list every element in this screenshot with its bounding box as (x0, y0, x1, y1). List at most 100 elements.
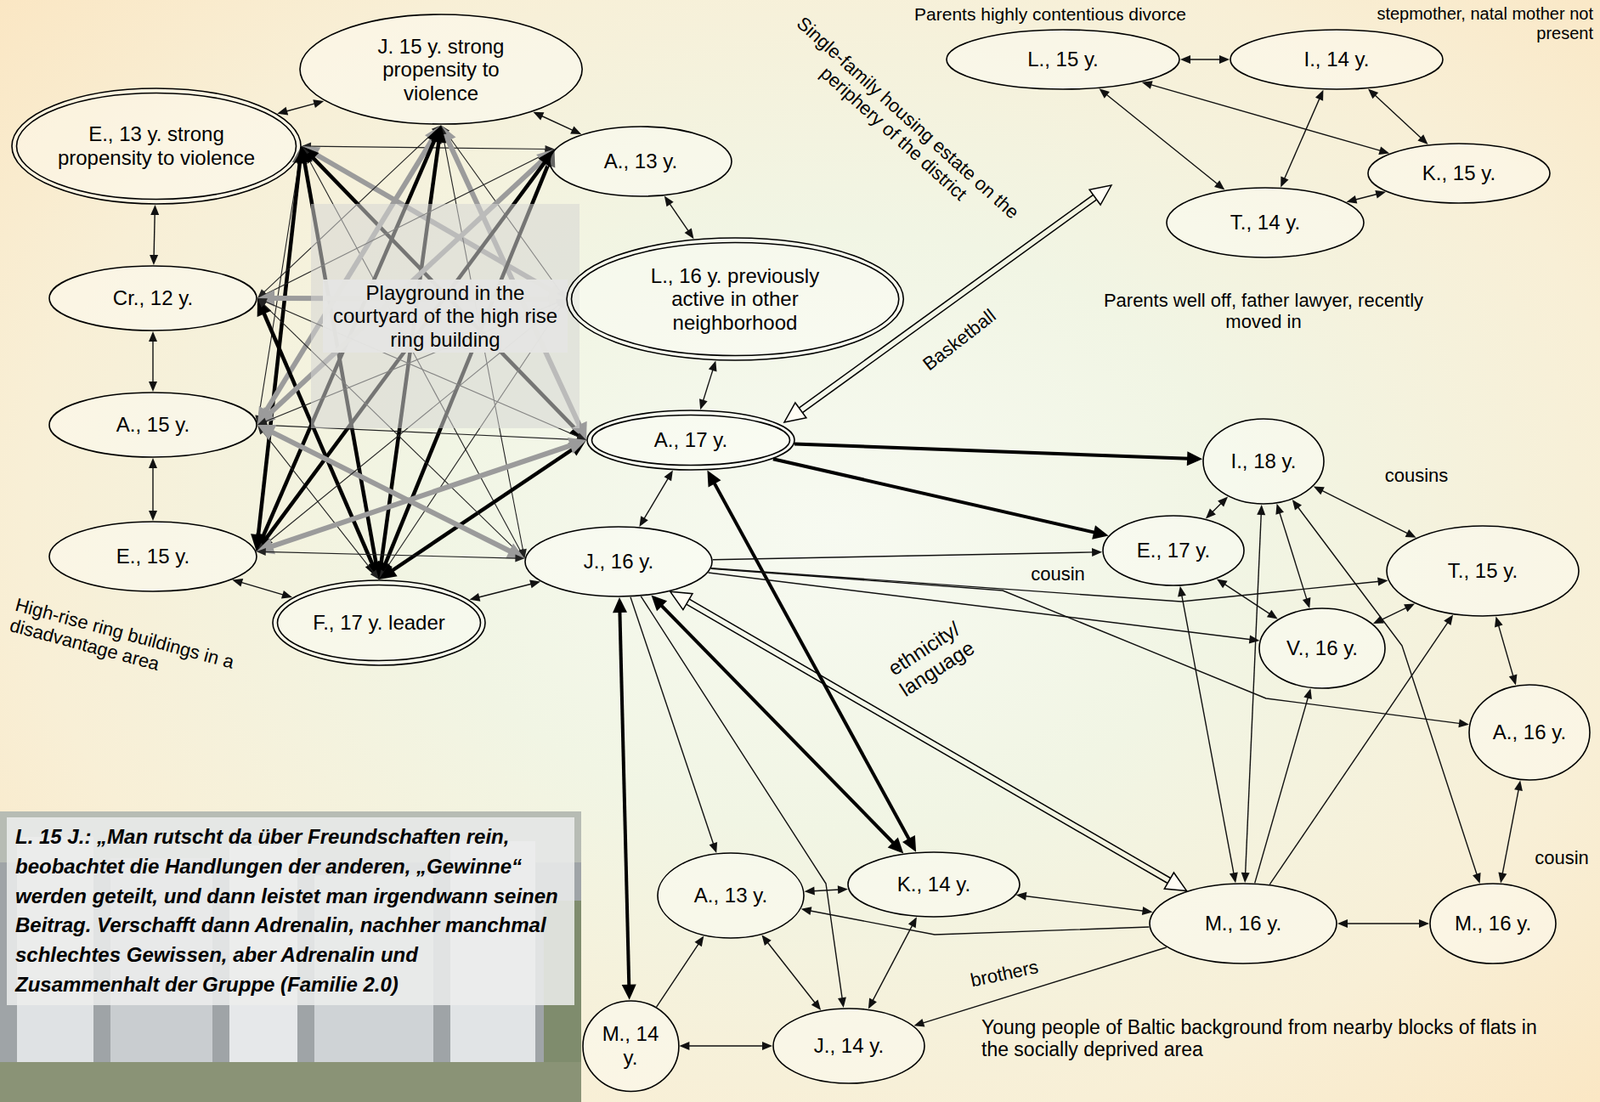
person-ellipse: E., 15 y. (48, 520, 258, 593)
connector (640, 596, 847, 1008)
node-label: M., 14 y. (597, 1022, 664, 1069)
node-label: A., 16 y. (1492, 720, 1567, 745)
connector-line (264, 551, 518, 559)
node-label: J., 14 y. (814, 1034, 884, 1058)
ellipse-border (587, 410, 795, 470)
connector-line (773, 458, 1096, 533)
node-label: T., 15 y. (1447, 559, 1518, 583)
node-text: Cr., 12 y. (113, 286, 193, 311)
node-label: F., 17 y. leader (312, 610, 446, 635)
connector (1373, 604, 1415, 625)
arrowhead (1494, 616, 1504, 628)
connector (469, 580, 541, 602)
connector (868, 916, 917, 1009)
arrowhead (761, 934, 771, 946)
node-label: L., 15 y. (1027, 47, 1099, 72)
connector (1368, 88, 1429, 145)
connector (1205, 497, 1228, 520)
connector-line (1255, 696, 1309, 884)
person-ellipse: L., 16 y. previously active in other nei… (565, 237, 905, 362)
connector (1280, 90, 1323, 188)
arrowhead (651, 594, 668, 611)
node-text: J., 16 y. (583, 549, 654, 574)
node-text: L., 16 y. previously active in other nei… (624, 264, 845, 335)
connector-line (240, 582, 285, 595)
node-text: A., 16 y. (1492, 720, 1567, 745)
arrowhead (621, 984, 637, 1001)
arrowhead (1229, 871, 1239, 883)
connector-line (271, 445, 572, 548)
ellipse-border (1230, 29, 1443, 90)
arrowhead (256, 548, 266, 556)
arrowhead (811, 1000, 821, 1012)
connector-line (711, 568, 1461, 724)
person-ellipse: J., 16 y. (524, 525, 713, 598)
arrowhead (1337, 919, 1348, 928)
connector (256, 548, 526, 563)
arrowhead (664, 196, 674, 208)
ellipse-border-inner (277, 585, 481, 662)
arrowhead (1177, 586, 1187, 598)
person-ellipse: M., 16 y. (1148, 882, 1338, 965)
arrowhead (1142, 906, 1154, 916)
connector-line (1502, 788, 1519, 875)
node-text: A., 13 y. (604, 149, 678, 174)
connector (761, 934, 821, 1011)
connector-line (921, 947, 1167, 1024)
connector-line (767, 941, 816, 1004)
arrowhead (1187, 451, 1203, 466)
person-ellipse: E., 17 y. (1102, 514, 1245, 587)
connector-line (1279, 511, 1308, 600)
connector (148, 331, 158, 392)
connector (678, 1041, 773, 1051)
ellipse-border (1259, 608, 1386, 689)
node-text: T., 14 y. (1230, 210, 1301, 235)
node-text: A., 15 y. (116, 412, 190, 437)
connector (1275, 503, 1311, 609)
ellipse-border (525, 526, 713, 597)
connector-line (712, 552, 1094, 560)
arrowhead (148, 457, 158, 469)
node-label: A., 15 y. (116, 412, 190, 437)
connector-line (619, 610, 629, 987)
arrowhead (801, 906, 813, 916)
connector-line (1354, 193, 1378, 200)
connector-line (1321, 490, 1409, 534)
connector-line (1105, 94, 1219, 186)
connector (257, 424, 379, 580)
arrowhead (1378, 146, 1390, 155)
quote-text: L. 15 J.: „Man rutscht da über Freundsch… (6, 817, 575, 1006)
arrowhead (529, 580, 541, 589)
photo-ground (0, 811, 582, 1102)
arrowhead (514, 554, 525, 563)
arrowhead (1275, 503, 1284, 515)
ellipse-border (1149, 883, 1337, 964)
ellipse-border (11, 88, 301, 204)
person-ellipse: K., 14 y. (847, 851, 1021, 918)
arrowhead (1164, 872, 1187, 892)
person-ellipse: A., 16 y. (1468, 684, 1591, 781)
connector-line (152, 466, 153, 513)
node-text: K., 15 y. (1422, 161, 1496, 186)
person-ellipse: M., 16 y. (1429, 882, 1557, 965)
arrowhead (1498, 872, 1507, 884)
person-ellipse: J. 15 y. strong propensity to violence (299, 13, 583, 125)
arrowhead (1374, 190, 1386, 199)
connector (1177, 586, 1239, 883)
arrowhead (664, 470, 673, 482)
arrowhead (1315, 90, 1323, 102)
node-text: M., 16 y. (1454, 911, 1532, 936)
area-label: Young people of Baltic background from n… (981, 1016, 1568, 1062)
node-label: V., 16 y. (1286, 636, 1358, 661)
connector (1099, 88, 1226, 190)
connector (699, 361, 718, 411)
arrowhead (612, 597, 628, 613)
node-label: Playground in the courtyard of the high … (322, 279, 568, 354)
arrowhead (567, 437, 587, 454)
connector (277, 99, 324, 115)
ellipse-border (1102, 515, 1244, 586)
node-label: A., 17 y. (654, 428, 728, 453)
connector (914, 947, 1167, 1028)
connector-line (1188, 58, 1222, 60)
annotation: Parents highly contentious divorce (880, 4, 1221, 25)
